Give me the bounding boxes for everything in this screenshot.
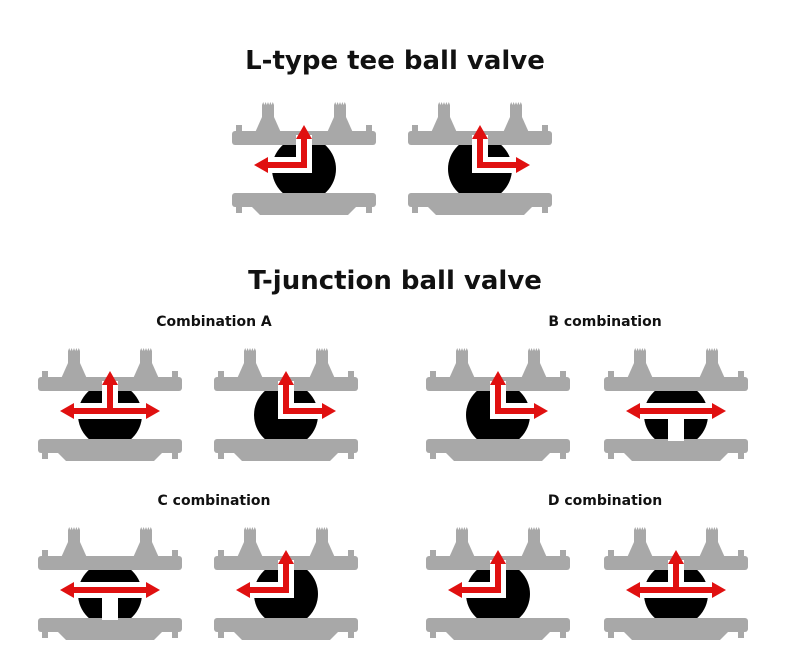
valve-combination-b-1 xyxy=(426,348,570,461)
arrow-left-head xyxy=(626,403,640,419)
arrow-right-shaft xyxy=(477,162,518,168)
arrow-right-head xyxy=(516,157,530,173)
arrow-right-head xyxy=(712,403,726,419)
arrow-right-shaft xyxy=(107,587,148,593)
arrow-right-shaft xyxy=(107,408,148,414)
arrow-left-shaft xyxy=(266,162,307,168)
arrow-up-head xyxy=(490,550,506,564)
valve-body xyxy=(426,527,570,640)
valve-l-type-2 xyxy=(408,102,552,215)
arrow-left-shaft xyxy=(72,408,113,414)
arrow-up-head xyxy=(278,371,294,385)
arrow-left-shaft xyxy=(72,587,113,593)
arrow-up-shaft xyxy=(301,137,307,168)
arrow-right-shaft xyxy=(495,408,536,414)
arrow-right-head xyxy=(146,403,160,419)
arrow-left-head xyxy=(448,582,462,598)
flow-arrows xyxy=(278,371,336,419)
arrow-left-shaft xyxy=(460,587,501,593)
arrow-up-head xyxy=(278,550,294,564)
arrow-right-shaft xyxy=(673,408,714,414)
label-combination-d: D combination xyxy=(547,493,663,509)
arrow-left-head xyxy=(254,157,268,173)
arrow-up-head xyxy=(102,371,118,385)
valve-combination-b-2 xyxy=(604,348,748,461)
arrow-left-shaft xyxy=(638,408,679,414)
arrow-up-shaft xyxy=(283,562,289,593)
label-combination-c: C combination xyxy=(157,493,271,509)
flow-arrows xyxy=(626,403,726,419)
arrow-left-head xyxy=(626,582,640,598)
valve-l-type-1 xyxy=(232,102,376,215)
valve-body xyxy=(604,348,748,461)
arrow-up-head xyxy=(490,371,506,385)
flow-arrows xyxy=(448,550,506,598)
valve-body xyxy=(408,102,552,215)
flow-arrows xyxy=(472,125,530,173)
label-combination-b: B combination xyxy=(548,314,662,330)
valve-combination-d-2 xyxy=(604,527,748,640)
arrow-up-shaft xyxy=(495,562,501,593)
flow-arrows xyxy=(490,371,548,419)
arrow-up-head xyxy=(668,550,684,564)
arrow-up-head xyxy=(296,125,312,139)
valve-combination-a-2 xyxy=(214,348,358,461)
arrow-left-head xyxy=(60,582,74,598)
flow-arrows xyxy=(254,125,312,173)
arrow-right-shaft xyxy=(673,587,714,593)
arrow-left-shaft xyxy=(638,587,679,593)
flow-arrows xyxy=(236,550,294,598)
valve-body xyxy=(38,527,182,640)
valve-combination-a-1 xyxy=(38,348,182,461)
arrow-left-head xyxy=(236,582,250,598)
arrow-right-head xyxy=(712,582,726,598)
arrow-right-shaft xyxy=(283,408,324,414)
title-l-type: L-type tee ball valve xyxy=(245,46,545,76)
flow-arrows xyxy=(60,371,160,419)
arrow-up-shaft xyxy=(477,137,483,168)
arrow-up-shaft xyxy=(495,383,501,414)
valve-body xyxy=(232,102,376,215)
valve-combination-c-2 xyxy=(214,527,358,640)
arrow-up-shaft xyxy=(283,383,289,414)
title-t-junction: T-junction ball valve xyxy=(248,266,542,296)
arrow-up-shaft xyxy=(673,562,679,593)
arrow-up-head xyxy=(472,125,488,139)
arrow-right-head xyxy=(534,403,548,419)
valve-body xyxy=(426,348,570,461)
valve-combination-d-1 xyxy=(426,527,570,640)
label-combination-a: Combination A xyxy=(156,314,272,330)
flow-arrows xyxy=(626,550,726,598)
arrow-right-head xyxy=(146,582,160,598)
flow-arrows xyxy=(60,582,160,598)
arrow-left-head xyxy=(60,403,74,419)
arrow-right-head xyxy=(322,403,336,419)
arrow-left-shaft xyxy=(248,587,289,593)
valve-combination-c-1 xyxy=(38,527,182,640)
valve-body xyxy=(38,348,182,461)
arrow-up-shaft xyxy=(107,383,113,414)
